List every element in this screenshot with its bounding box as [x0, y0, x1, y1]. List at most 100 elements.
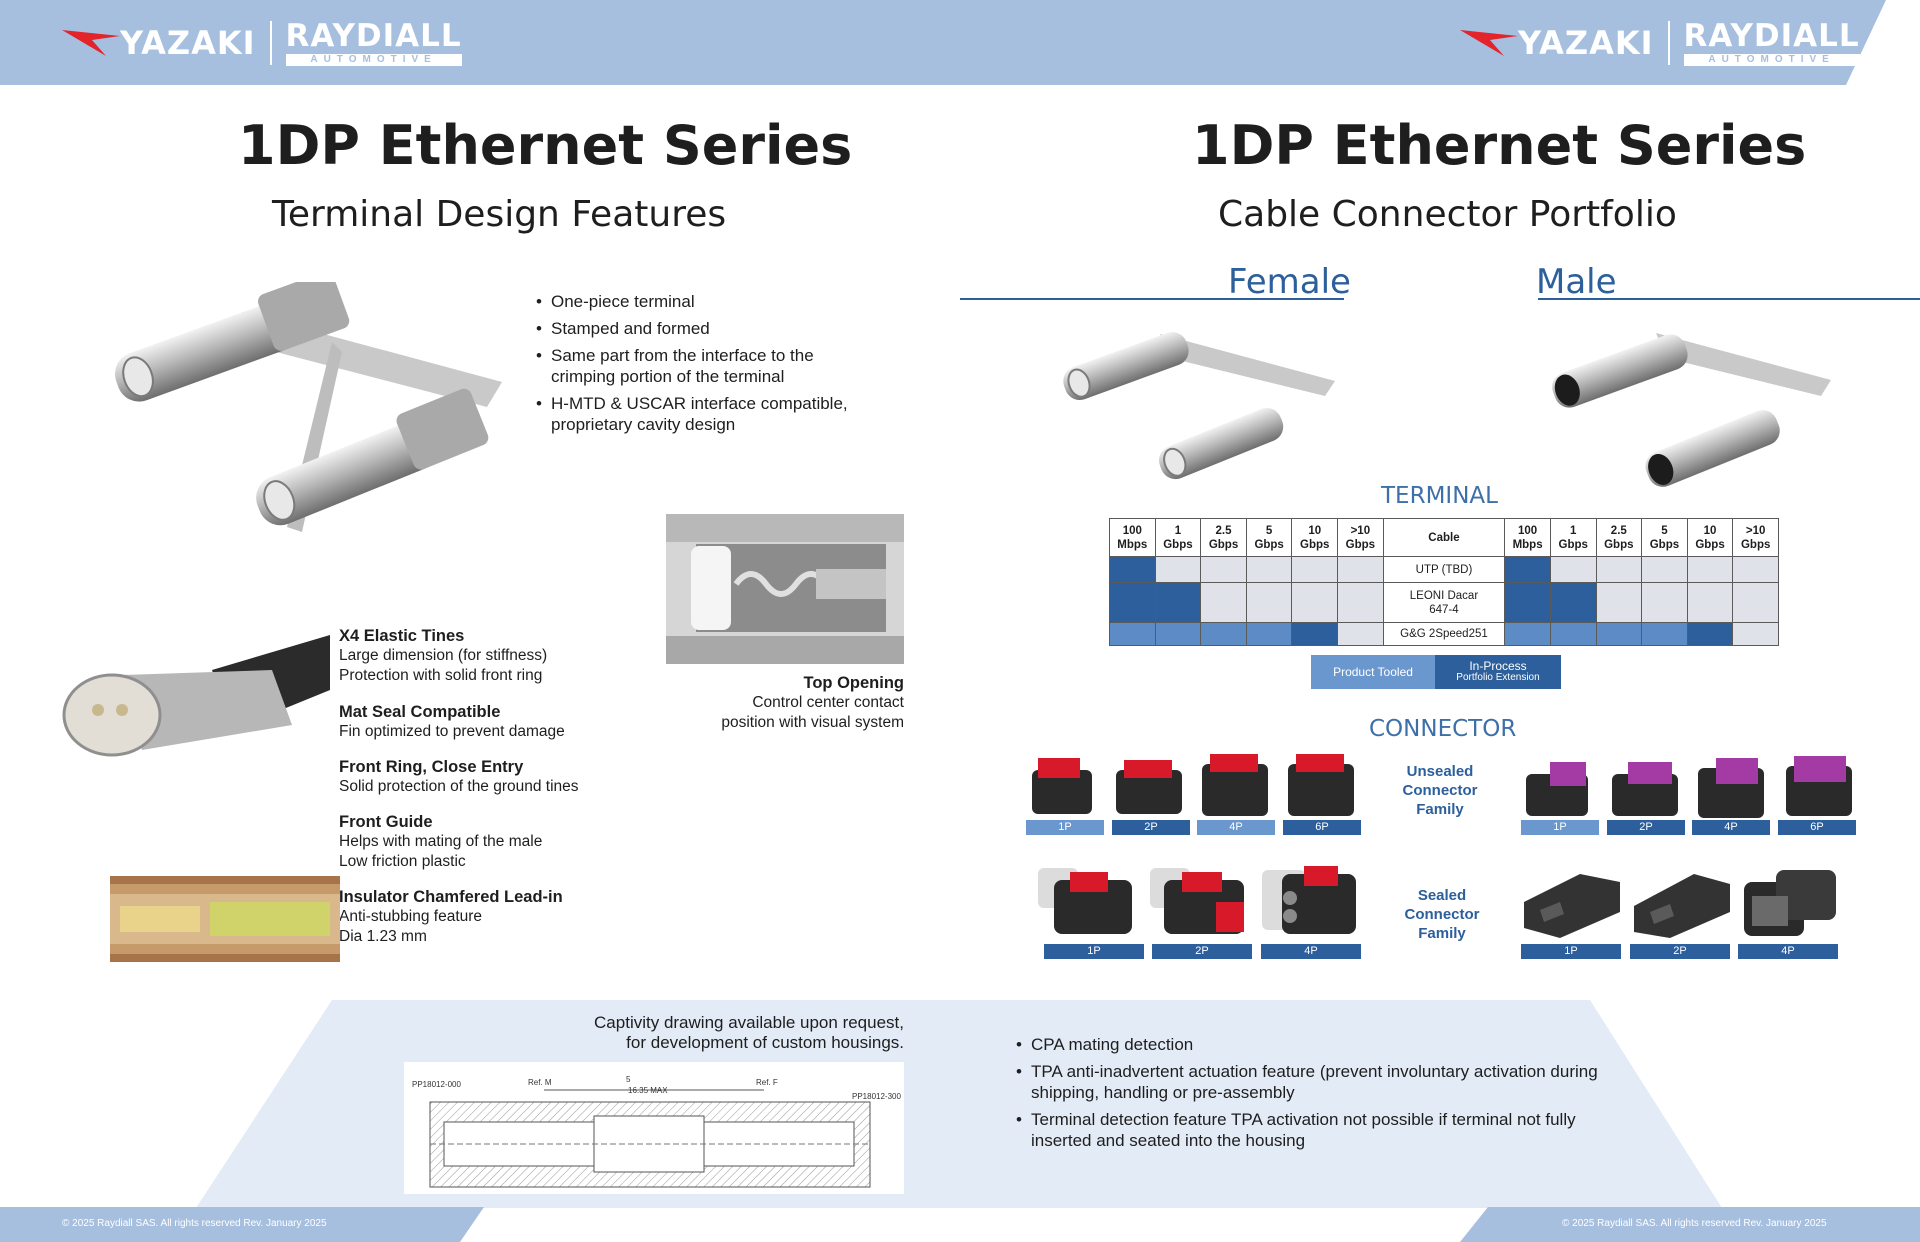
conn-size-label: 2P	[1630, 944, 1730, 959]
bottom-info-panel	[196, 1000, 1722, 1208]
top-opening-photo	[666, 514, 904, 664]
table-row: UTP (TBD)	[1109, 556, 1779, 583]
table-cell	[1641, 582, 1688, 623]
feature-line: position with visual system	[721, 714, 904, 731]
table-cell	[1504, 556, 1551, 583]
terminal-pair-photo	[115, 282, 502, 532]
conn-size-label: 4P	[1261, 944, 1361, 959]
sealed-male-2p-icon	[1634, 874, 1730, 938]
conn-size-label: 4P	[1197, 820, 1275, 835]
feature-line: Control center contact	[752, 694, 904, 711]
sealed-female-2p-icon	[1150, 868, 1244, 934]
conn-size-label: 1P	[1044, 944, 1144, 959]
footer-copyright-left: © 2025 Raydiall SAS. All rights reserved…	[62, 1218, 327, 1229]
left-page-subtitle: Terminal Design Features	[272, 194, 727, 235]
captivity-drawing-figure	[429, 1089, 871, 1188]
footer-copyright-right: © 2025 Raydiall SAS. All rights reserved…	[1562, 1218, 1827, 1229]
feature-heading: Mat Seal Compatible	[339, 703, 501, 721]
unsealed-male-6p-icon	[1786, 756, 1852, 816]
yazaki-wordmark: YAZAKI	[1518, 24, 1654, 62]
legend-product-tooled: Product Tooled	[1311, 655, 1435, 689]
sealed-male-1p-icon	[1524, 874, 1620, 938]
bullet-item: Terminal detection feature TPA activatio…	[1016, 1109, 1626, 1151]
conn-size-label: 1P	[1026, 820, 1104, 835]
brand-logo-right: YAZAKI RAYDIALL AUTOMOTIVE	[1460, 20, 1860, 66]
table-cell	[1337, 556, 1384, 583]
table-cell	[1337, 582, 1384, 623]
table-cell	[1732, 582, 1779, 623]
feature-line: Fin optimized to prevent damage	[339, 723, 565, 740]
table-cell	[1109, 582, 1156, 623]
table-cell	[1686, 582, 1734, 623]
table-row: G&G 2Speed251	[1109, 622, 1779, 646]
footer-band-left	[0, 1207, 484, 1242]
conn-size-label: 6P	[1778, 820, 1856, 835]
legend-label: In-Process	[1469, 659, 1527, 673]
cable-header: Cable	[1382, 518, 1506, 557]
feature-heading: Front Guide	[339, 813, 433, 831]
cable-name: UTP (TBD)	[1382, 556, 1506, 583]
table-cell	[1245, 582, 1293, 623]
conn-size-label: 1P	[1521, 944, 1621, 959]
feature-front-guide: Front Guide Helps with mating of the mal…	[339, 812, 669, 872]
terminal-bullets: One-piece terminal Stamped and formed Sa…	[536, 291, 876, 441]
bullet-item: Stamped and formed	[536, 318, 876, 339]
table-cell	[1291, 622, 1339, 646]
footer-band-right	[1460, 1207, 1920, 1242]
table-cell	[1504, 622, 1551, 646]
yazaki-swoosh-icon	[62, 30, 120, 56]
table-cell	[1291, 556, 1339, 583]
table-cell	[1686, 556, 1734, 583]
table-cell	[1595, 556, 1643, 583]
raydiall-wordmark: RAYDIALL	[285, 18, 462, 54]
drawing-part-right: PP18012-300	[852, 1092, 901, 1101]
unsealed-female-1p-icon	[1032, 758, 1092, 814]
sealed-female-4p-icon	[1262, 866, 1356, 934]
logo-divider	[1667, 21, 1670, 65]
cable-name: G&G 2Speed251	[1382, 622, 1506, 646]
table-cell	[1337, 622, 1384, 646]
bullet-item: TPA anti-inadvertent actuation feature (…	[1016, 1061, 1626, 1103]
male-heading: Male	[1536, 262, 1617, 302]
female-heading: Female	[1228, 262, 1351, 302]
feature-line: Protection with solid front ring	[339, 667, 543, 684]
yazaki-wordmark: YAZAKI	[120, 24, 256, 62]
male-terminal-photo	[1552, 333, 1831, 487]
unsealed-male-4p-icon	[1698, 758, 1764, 818]
table-cell	[1200, 622, 1247, 646]
right-page-title: 1DP Ethernet Series	[1192, 114, 1807, 177]
terminal-section-heading: TERMINAL	[1381, 483, 1498, 509]
left-page-title: 1DP Ethernet Series	[238, 114, 853, 177]
table-cell	[1245, 622, 1293, 646]
unsealed-female-4p-icon	[1202, 754, 1268, 816]
female-underline	[960, 298, 1344, 300]
table-cell	[1154, 582, 1202, 623]
feature-line: Anti-stubbing feature	[339, 908, 483, 925]
drawing-part-left: PP18012-000	[412, 1080, 461, 1089]
sealed-female-1p-icon	[1038, 868, 1132, 934]
bullet-item: Same part from the interface to the crim…	[536, 345, 876, 387]
feature-line: Low friction plastic	[339, 853, 466, 870]
top-opening-feature: Top Opening Control center contact posit…	[660, 673, 904, 733]
bullet-item: One-piece terminal	[536, 291, 876, 312]
raydiall-logo: RAYDIALL AUTOMOTIVE	[1683, 20, 1860, 66]
logo-divider	[269, 21, 272, 65]
feature-front-ring: Front Ring, Close Entry Solid protection…	[339, 757, 669, 797]
conn-size-label: 4P	[1692, 820, 1770, 835]
table-cell	[1641, 622, 1688, 646]
table-cell	[1549, 582, 1597, 623]
raydiall-subtitle: AUTOMOTIVE	[285, 54, 462, 66]
table-cell	[1109, 622, 1156, 646]
table-cell	[1549, 556, 1597, 583]
insulator-section-image	[110, 876, 340, 962]
